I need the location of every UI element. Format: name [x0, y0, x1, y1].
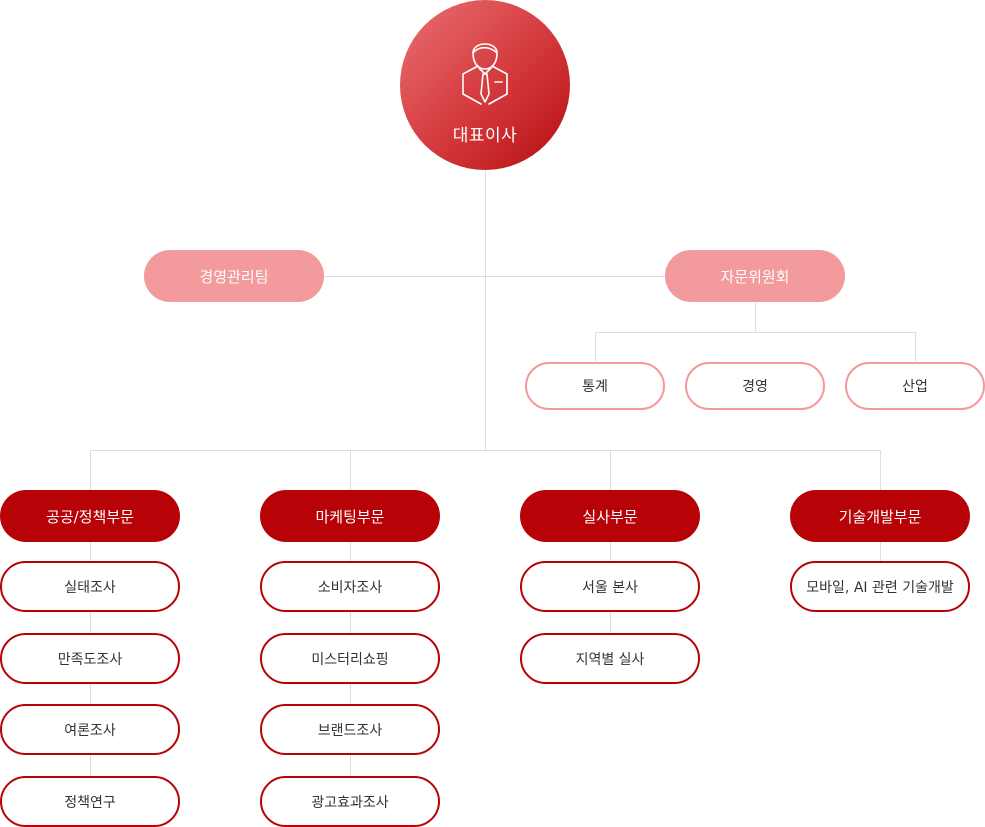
ceo-node: 대표이사	[400, 0, 570, 170]
ceo-label: 대표이사	[452, 126, 518, 146]
businessman-icon	[462, 43, 508, 105]
division-node-public-policy: 공공/정책부문	[0, 490, 180, 542]
committee-member-node: 산업	[845, 362, 985, 410]
team-node: 실태조사	[0, 561, 180, 612]
team-node: 서울 본사	[520, 561, 700, 612]
team-node: 여론조사	[0, 704, 180, 755]
division-node-tech-dev: 기술개발부문	[790, 490, 970, 542]
management-team-node: 경영관리팀	[144, 250, 324, 302]
committee-member-node: 경영	[685, 362, 825, 410]
division-node-marketing: 마케팅부문	[260, 490, 440, 542]
team-node: 광고효과조사	[260, 776, 440, 827]
team-node: 소비자조사	[260, 561, 440, 612]
team-node: 모바일, AI 관련 기술개발	[790, 561, 970, 612]
team-node: 미스터리쇼핑	[260, 633, 440, 684]
committee-member-node: 통계	[525, 362, 665, 410]
team-node: 정책연구	[0, 776, 180, 827]
team-node: 만족도조사	[0, 633, 180, 684]
advisory-committee-node: 자문위원회	[665, 250, 845, 302]
team-node: 브랜드조사	[260, 704, 440, 755]
team-node: 지역별 실사	[520, 633, 700, 684]
division-node-fieldwork: 실사부문	[520, 490, 700, 542]
